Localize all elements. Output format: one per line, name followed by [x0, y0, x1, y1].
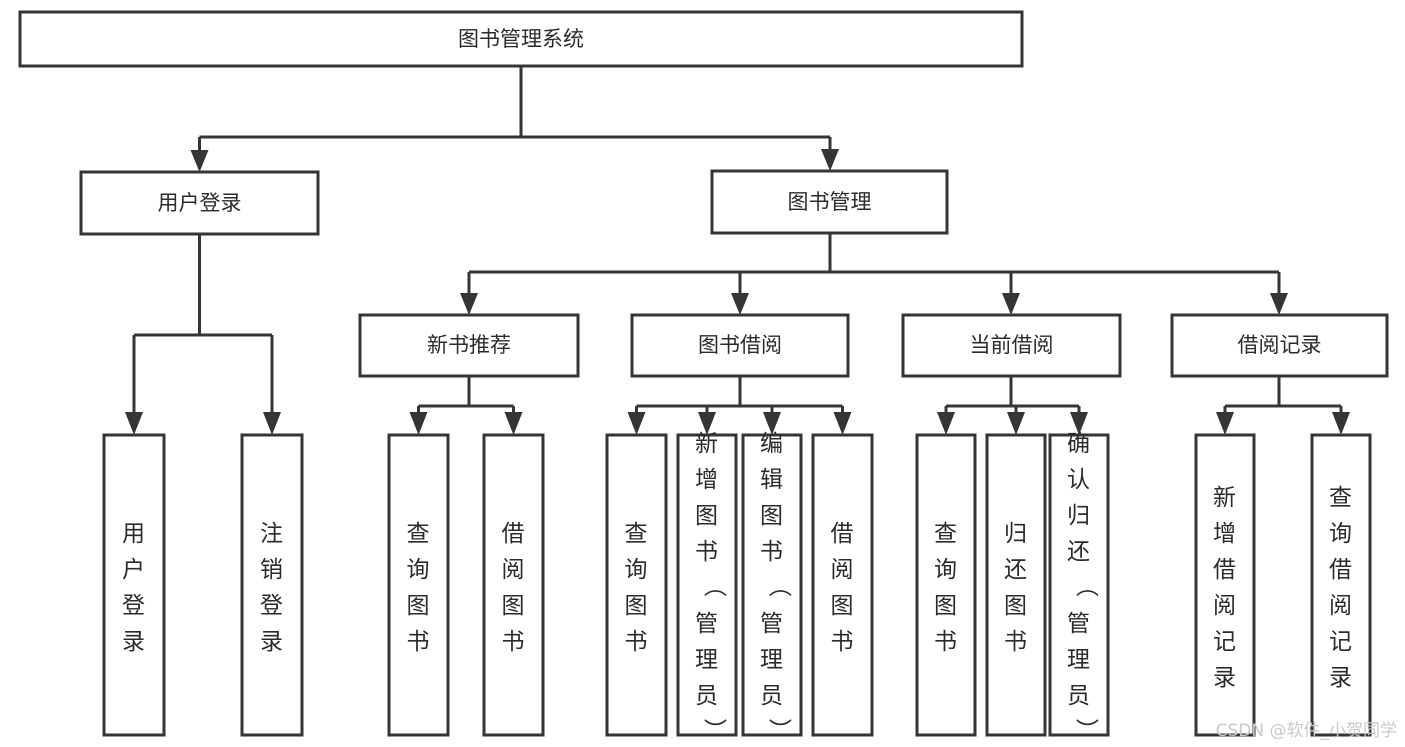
node-leaf-add-book[interactable]: 新增图书管理员 （ ）	[676, 431, 738, 742]
arrow-head-leaf-query-book-3	[937, 412, 955, 435]
node-leaf-logout-box[interactable]	[240, 433, 304, 737]
node-current-borrow-box[interactable]	[901, 313, 1122, 378]
node-leaf-edit-book[interactable]: 编辑图书管理员 （ ）	[741, 431, 803, 742]
node-current-borrow-label: 当前借阅	[970, 333, 1054, 357]
arrow-head-current-borrow	[1002, 293, 1020, 315]
node-leaf-logout[interactable]: 注销登录	[240, 433, 304, 737]
node-leaf-borrow-book-1[interactable]: 借阅图书	[482, 433, 545, 737]
node-leaf-add-book-box[interactable]	[676, 433, 738, 737]
csdn-watermark: CSDN @软件_小贺同学	[1215, 721, 1397, 741]
node-book-manage-label: 图书管理	[788, 190, 872, 214]
node-user-login[interactable]: 用户登录	[79, 170, 320, 236]
node-leaf-add-record-label: 新增借阅记录	[1213, 485, 1237, 691]
node-leaf-edit-book-label: 编辑图书管理员	[760, 431, 784, 709]
node-user-login-label: 用户登录	[158, 191, 242, 215]
node-borrow-record-label: 借阅记录	[1238, 333, 1322, 357]
arrow-head-leaf-user-login	[125, 412, 143, 435]
node-leaf-query-book-1-box[interactable]	[387, 433, 450, 737]
node-book-manage[interactable]: 图书管理	[710, 169, 949, 235]
node-leaf-borrow-book-2-label: 借阅图书	[831, 521, 855, 655]
node-new-book-recommend-label: 新书推荐	[427, 333, 511, 357]
node-borrow-record-box[interactable]	[1170, 313, 1389, 378]
node-root[interactable]: 图书管理系统	[18, 10, 1024, 68]
node-leaf-user-login-label: 用户登录	[122, 521, 146, 655]
node-current-borrow[interactable]: 当前借阅	[901, 313, 1122, 378]
node-root-label: 图书管理系统	[458, 27, 584, 51]
node-leaf-query-book-1[interactable]: 查询图书	[387, 433, 450, 737]
node-borrow-record[interactable]: 借阅记录	[1170, 313, 1389, 378]
node-new-book-recommend-box[interactable]	[358, 313, 580, 378]
node-leaf-borrow-book-1-box[interactable]	[482, 433, 545, 737]
node-leaf-user-login-box[interactable]	[102, 433, 166, 737]
node-leaf-query-book-3[interactable]: 查询图书	[915, 433, 977, 737]
node-book-manage-box[interactable]	[710, 169, 949, 235]
node-leaf-confirm-return-box[interactable]	[1048, 433, 1110, 737]
arrow-head-borrow-record	[1270, 293, 1288, 315]
node-leaf-return-book[interactable]: 归还图书	[985, 433, 1047, 737]
node-new-book-recommend[interactable]: 新书推荐	[358, 313, 580, 378]
node-leaf-query-book-3-label: 查询图书	[934, 521, 958, 655]
arrow-head-book-borrow	[731, 293, 749, 315]
leaf-nodes-group: 用户登录 注销登录 查询图书 借阅图书 查询图书 新增图书管理员 （ ）	[102, 431, 1372, 742]
arrow-head-leaf-query-record	[1332, 412, 1350, 435]
node-leaf-confirm-return-label: 确认归还管理员	[1067, 431, 1091, 709]
node-leaf-confirm-return[interactable]: 确认归还管理员 （ ）	[1048, 431, 1110, 742]
node-leaf-user-login[interactable]: 用户登录	[102, 433, 166, 737]
node-leaf-return-book-label: 归还图书	[1004, 521, 1028, 655]
node-book-borrow-label: 图书借阅	[698, 333, 782, 357]
svg-text:（: （	[701, 574, 727, 598]
arrow-head-leaf-logout	[263, 412, 281, 435]
arrow-head-leaf-return-book	[1007, 412, 1025, 435]
arrow-head-book-manage	[821, 149, 839, 171]
svg-text:）: ）	[701, 718, 727, 742]
arrow-head-leaf-query-book-2	[627, 412, 646, 435]
node-root-box[interactable]	[18, 10, 1024, 68]
node-leaf-query-record-box[interactable]	[1310, 433, 1372, 737]
arrow-head-leaf-add-book	[698, 412, 716, 435]
svg-text:（: （	[1073, 574, 1099, 598]
node-leaf-query-book-1-label: 查询图书	[407, 521, 431, 655]
node-book-borrow[interactable]: 图书借阅	[630, 313, 850, 378]
node-book-borrow-box[interactable]	[630, 313, 850, 378]
node-leaf-return-book-box[interactable]	[985, 433, 1047, 737]
connector-group	[125, 66, 1350, 435]
node-leaf-query-book-2-label: 查询图书	[625, 521, 649, 655]
arrow-head-leaf-borrow-book-2	[833, 412, 852, 435]
arrow-head-leaf-borrow-book-1	[504, 412, 523, 435]
node-leaf-add-book-label: 新增图书管理员	[695, 431, 719, 709]
svg-text:（: （	[766, 574, 792, 598]
node-leaf-borrow-book-2-box[interactable]	[811, 433, 874, 737]
node-leaf-edit-book-box[interactable]	[741, 433, 803, 737]
node-leaf-borrow-book-2[interactable]: 借阅图书	[811, 433, 874, 737]
arrow-head-new-book-recommend	[460, 293, 478, 315]
arrow-head-leaf-add-record	[1216, 412, 1234, 435]
node-leaf-logout-label: 注销登录	[260, 521, 284, 655]
arrow-head-user-login	[190, 150, 209, 172]
node-leaf-query-book-2-box[interactable]	[605, 433, 668, 737]
arrow-head-leaf-edit-book	[763, 412, 781, 435]
svg-text:）: ）	[766, 718, 792, 742]
node-leaf-add-record-box[interactable]	[1194, 433, 1256, 737]
node-leaf-borrow-book-1-label: 借阅图书	[502, 521, 526, 655]
arrow-head-leaf-query-book-1	[409, 412, 428, 435]
node-leaf-add-record[interactable]: 新增借阅记录	[1194, 433, 1256, 737]
node-leaf-query-record-label: 查询借阅记录	[1329, 485, 1353, 691]
svg-text:）: ）	[1073, 718, 1099, 742]
node-leaf-query-book-3-box[interactable]	[915, 433, 977, 737]
node-leaf-query-record[interactable]: 查询借阅记录	[1310, 433, 1372, 737]
node-leaf-query-book-2[interactable]: 查询图书	[605, 433, 668, 737]
node-user-login-box[interactable]	[79, 170, 320, 236]
arrow-head-leaf-confirm-return	[1070, 412, 1088, 435]
